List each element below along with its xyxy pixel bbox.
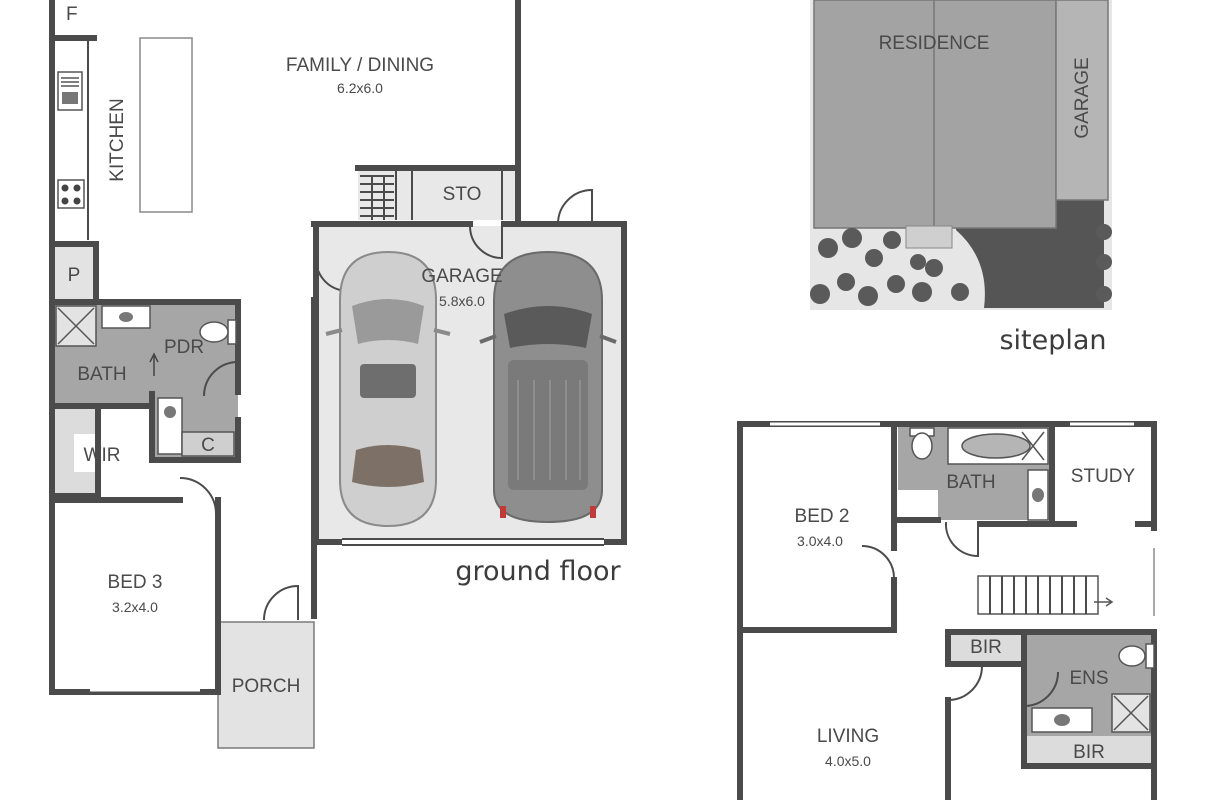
bir-bottom-floor (1026, 736, 1152, 766)
ensuite-shower-icon (1111, 693, 1151, 733)
bath-label: BATH (77, 364, 126, 385)
ground-stairs (360, 175, 394, 220)
bed2-dims: 3.0x4.0 (797, 533, 843, 549)
fridge-label: F (66, 4, 78, 25)
upper-toilet-icon (909, 427, 935, 460)
sto-label: STO (443, 184, 482, 205)
bed3-label: BED 3 (108, 572, 163, 593)
upper-bath-label: BATH (946, 472, 995, 493)
kitchen-island (139, 37, 193, 213)
toilet-icon (199, 319, 237, 345)
pdr-label: PDR (164, 337, 204, 358)
entry-door-swing (263, 584, 299, 621)
pdr-door-swing (203, 361, 239, 397)
upper-stairs (977, 575, 1114, 615)
bed3-dims: 3.2x4.0 (112, 599, 158, 615)
ensuite-door-swing (1023, 671, 1059, 707)
siteplan-garage-roof (1055, 0, 1109, 201)
upper-basin-icon (1027, 469, 1049, 521)
bir-top-label: BIR (970, 637, 1002, 658)
first-floor-outer-walls (737, 421, 1157, 800)
garage-side-door (557, 188, 593, 225)
stair-sto-floor (358, 170, 516, 220)
siteplan-porch (905, 225, 953, 249)
ensuite-toilet-icon (1118, 643, 1155, 669)
living-dims: 4.0x5.0 (825, 753, 871, 769)
ground-west-wall (49, 0, 221, 695)
shower-icon (55, 305, 97, 347)
cooktop-icon (57, 179, 85, 209)
ensuite-label: ENS (1069, 668, 1108, 689)
study-label: STUDY (1071, 466, 1136, 487)
wir-label: WIR (84, 445, 121, 466)
cupboard (181, 431, 235, 457)
ensuite-basin-icon (1031, 707, 1093, 733)
ground-floor-plan: F FAMILY / DINING 6.2x6.0 KITCHEN STO P … (49, 0, 627, 749)
siteplan-caption: siteplan (999, 325, 1106, 356)
cupboard-label: C (201, 435, 215, 456)
pdr-arrow (149, 352, 159, 376)
garage-dims: 5.8x6.0 (439, 293, 485, 309)
sedan-car-icon (325, 250, 451, 528)
bed2-door-swing (861, 545, 895, 579)
family-dining-label: FAMILY / DINING (286, 55, 434, 76)
porch-label: PORCH (232, 676, 301, 697)
bir-top-floor (950, 632, 1024, 662)
ground-floor-caption: ground floor (455, 556, 621, 587)
garage-internal-door (469, 225, 503, 260)
garage-door-swing (314, 257, 341, 291)
family-dining-dims: 6.2x6.0 (337, 80, 383, 96)
pantry-label: P (68, 265, 81, 286)
bath-door-swing (944, 521, 979, 558)
porch-floor (217, 621, 315, 749)
pdr-basin-icon (157, 397, 183, 455)
vanity-basin-icon (101, 305, 151, 329)
siteplan-drawing: RESIDENCE GARAGE siteplan (810, 0, 1112, 356)
bir-bottom-label: BIR (1073, 742, 1105, 763)
suv-car-icon (479, 250, 617, 524)
garden-shrubs (810, 224, 1112, 306)
bed3-door-swing (179, 477, 217, 515)
bathtub-icon (947, 427, 1049, 465)
living-door-swing (947, 665, 983, 701)
bed2-label: BED 2 (795, 506, 850, 527)
first-floor-plan: BATH STUDY BED 2 3.0x4.0 BIR ENS BIR LIV… (737, 421, 1157, 800)
garage-label: GARAGE (421, 266, 502, 287)
kitchen-label: KITCHEN (107, 98, 128, 181)
oven-icon (57, 71, 83, 111)
residence-label: RESIDENCE (879, 33, 990, 54)
living-label: LIVING (817, 726, 879, 747)
siteplan-garage-label: GARAGE (1072, 57, 1093, 138)
pantry-floor (52, 246, 96, 302)
